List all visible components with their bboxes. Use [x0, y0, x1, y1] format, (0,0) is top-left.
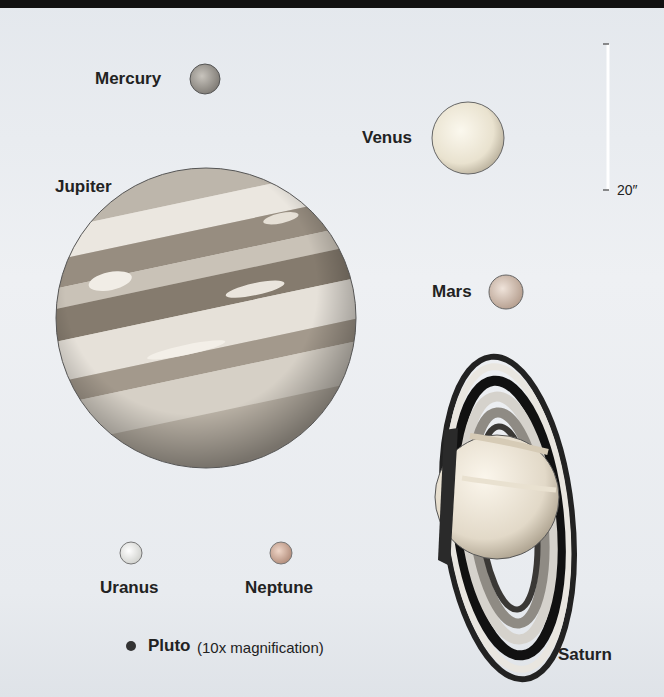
saturn-ring	[434, 361, 581, 675]
planet-name: Saturn	[558, 645, 612, 665]
jupiter-base	[40, 150, 380, 490]
mars-disc	[489, 275, 523, 309]
magnification-note: (10x magnification)	[197, 639, 324, 656]
planet-name: Mercury	[95, 69, 161, 89]
planet-name: Pluto	[148, 636, 191, 656]
saturn-band	[462, 478, 556, 490]
planet-name: Mars	[432, 282, 472, 302]
planet-name: Venus	[362, 128, 412, 148]
venus-disc	[432, 102, 504, 174]
uranus-disc	[120, 542, 142, 564]
saturn-band	[470, 436, 548, 452]
scale-ticks	[603, 44, 609, 190]
saturn-rings	[427, 350, 588, 686]
scale-label: 20″	[617, 182, 638, 198]
jupiter-limb	[56, 168, 356, 468]
planet-name: Jupiter	[55, 177, 112, 197]
scale-tick	[603, 43, 609, 44]
mercury-disc	[190, 64, 220, 94]
top-bar	[0, 0, 664, 8]
jupiter-shade	[56, 168, 356, 468]
planet-name: Uranus	[100, 578, 159, 598]
saturn-ring	[427, 350, 588, 686]
neptune-disc	[270, 542, 292, 564]
planet-name: Neptune	[245, 578, 313, 598]
jupiter-bands	[0, 123, 430, 517]
scale-tick	[603, 189, 609, 190]
jupiter-disc	[0, 123, 430, 517]
scale-bar	[607, 44, 610, 190]
pluto-disc	[126, 641, 136, 651]
saturn-shadow	[438, 428, 458, 566]
scale-bar-line	[607, 44, 610, 190]
